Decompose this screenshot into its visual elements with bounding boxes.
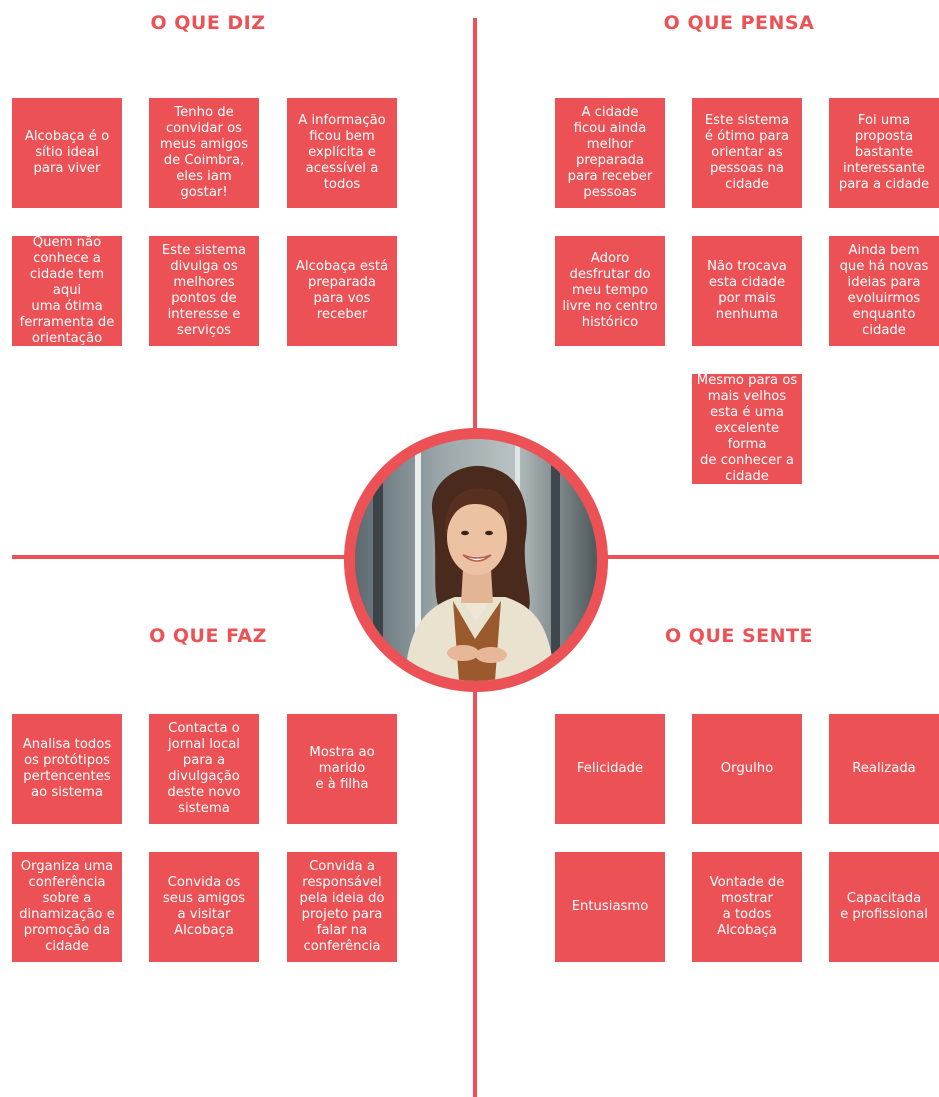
note-feels-3: Realizada bbox=[829, 714, 939, 824]
heading-thinks: O QUE PENSA bbox=[663, 12, 815, 34]
note-does-6: Convida a responsável pela ideia do proj… bbox=[287, 852, 397, 962]
note-thinks-5: Não trocava esta cidade por mais nenhuma bbox=[692, 236, 802, 346]
persona-illustration bbox=[355, 439, 597, 681]
persona-portrait-ring bbox=[344, 428, 608, 692]
note-feels-6: Capacitada e profissional bbox=[829, 852, 939, 962]
note-says-5: Este sistema divulga os melhores pontos … bbox=[149, 236, 259, 346]
note-does-1: Analisa todos os protótipos pertencentes… bbox=[12, 714, 122, 824]
note-does-3: Mostra ao marido e à filha bbox=[287, 714, 397, 824]
persona-photo bbox=[355, 439, 597, 681]
note-says-2: Tenho de convidar os meus amigos de Coim… bbox=[149, 98, 259, 208]
note-says-3: A informação ficou bem explícita e acess… bbox=[287, 98, 397, 208]
note-feels-2: Orgulho bbox=[692, 714, 802, 824]
horizontal-divider-right bbox=[600, 555, 939, 559]
note-thinks-1: A cidade ficou ainda melhor preparada pa… bbox=[555, 98, 665, 208]
note-feels-4: Entusiasmo bbox=[555, 852, 665, 962]
note-says-4: Quem não conhece a cidade tem aqui uma ó… bbox=[12, 235, 122, 346]
note-thinks-4: Adoro desfrutar do meu tempo livre no ce… bbox=[555, 236, 665, 346]
note-thinks-7: Mesmo para os mais velhos esta é uma exc… bbox=[692, 373, 802, 484]
note-does-2: Contacta o jornal local para a divulgaçã… bbox=[149, 714, 259, 824]
note-feels-1: Felicidade bbox=[555, 714, 665, 824]
heading-feels: O QUE SENTE bbox=[665, 625, 813, 647]
note-does-5: Convida os seus amigos a visitar Alcobaç… bbox=[149, 852, 259, 962]
note-thinks-2: Este sistema é ótimo para orientar as pe… bbox=[692, 98, 802, 208]
note-does-4: Organiza uma conferência sobre a dinamiz… bbox=[12, 852, 122, 962]
note-says-1: Alcobaça é o sítio ideal para viver bbox=[12, 98, 122, 208]
note-thinks-3: Foi uma proposta bastante interessante p… bbox=[829, 98, 939, 208]
heading-says: O QUE DIZ bbox=[150, 12, 266, 34]
note-thinks-6: Ainda bem que há novas ideias para evolu… bbox=[829, 236, 939, 346]
note-says-6: Alcobaça está preparada para vos receber bbox=[287, 236, 397, 346]
horizontal-divider-left bbox=[12, 555, 362, 559]
note-feels-5: Vontade de mostrar a todos Alcobaça bbox=[692, 852, 802, 962]
heading-does: O QUE FAZ bbox=[149, 625, 267, 647]
